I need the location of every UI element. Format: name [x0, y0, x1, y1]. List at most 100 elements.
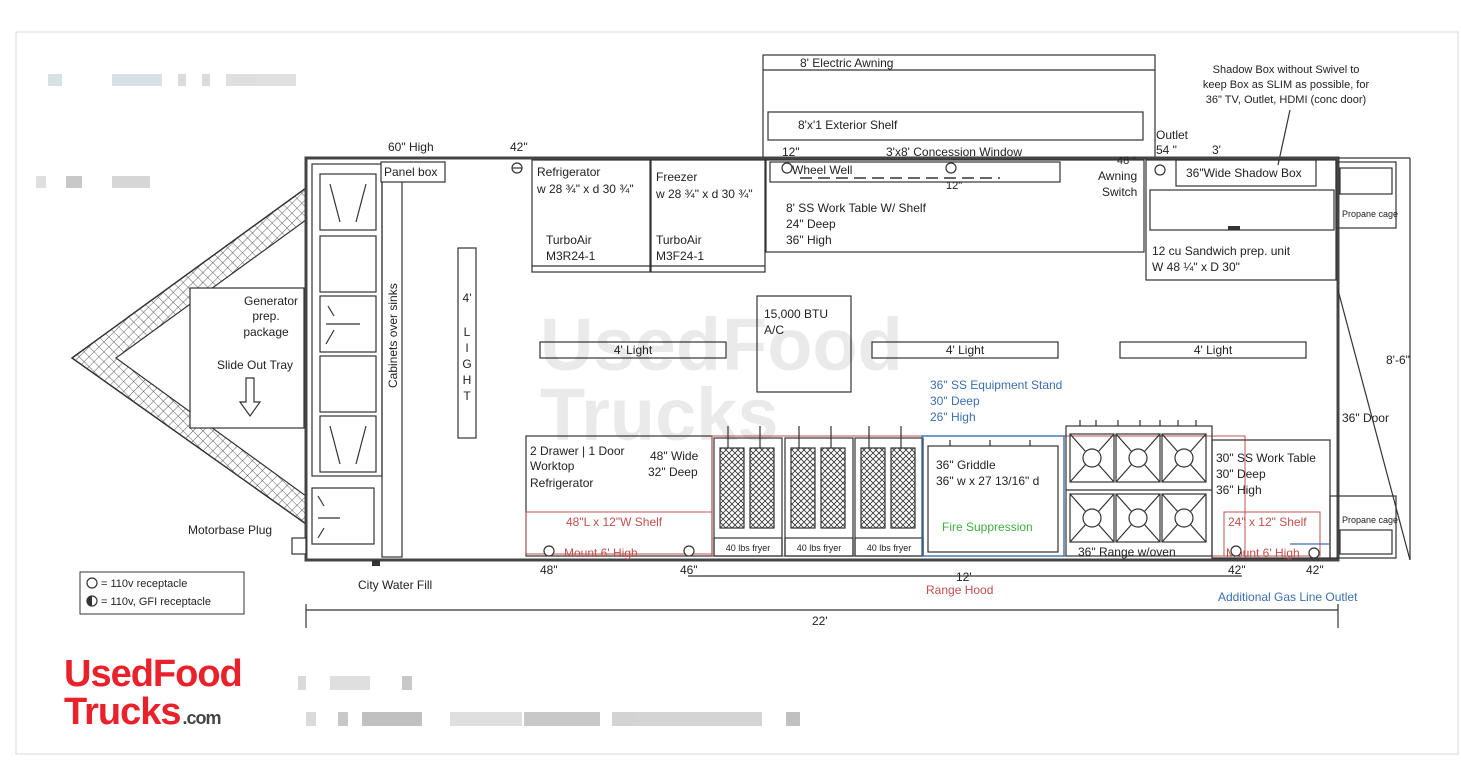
svg-text:3'x8' Concession Window: 3'x8' Concession Window — [886, 145, 1022, 159]
svg-text:42": 42" — [1228, 563, 1246, 577]
ac-unit: 15,000 BTU A/C — [756, 295, 852, 393]
svg-text:4' Light: 4' Light — [946, 343, 985, 357]
exterior-shelf: 8'x'1 Exterior Shelf — [767, 111, 1144, 141]
svg-text:= 110v, GFI receptacle: = 110v, GFI receptacle — [101, 596, 211, 608]
fryer-1: 40 lbs fryer — [713, 426, 783, 557]
svg-text:Cabinets over sinks: Cabinets over sinks — [386, 283, 400, 388]
svg-text:Fire Suppression: Fire Suppression — [942, 520, 1033, 534]
svg-text:40 lbs fryer: 40 lbs fryer — [726, 543, 771, 553]
bottom-dimensions: 48" 46" 12' Range Hood 42" 42" Additiona… — [305, 563, 1358, 628]
svg-text:36" TV, Outlet, HDMI (conc doo: 36" TV, Outlet, HDMI (conc door) — [1206, 94, 1366, 106]
door-label: 36" Door — [1342, 411, 1389, 425]
svg-text:Used: Used — [540, 303, 721, 386]
svg-text:2 Drawer | 1 Door: 2 Drawer | 1 Door — [530, 444, 624, 458]
svg-text:Generator: Generator — [244, 294, 298, 308]
svg-text:package: package — [243, 325, 289, 339]
svg-text:46": 46" — [680, 563, 698, 577]
svg-text:Awning: Awning — [1098, 169, 1137, 183]
dim-42-top: 42" — [510, 140, 528, 154]
svg-text:36" SS Equipment Stand: 36" SS Equipment Stand — [930, 378, 1062, 392]
propane-cage-bottom: Propane cage — [1329, 495, 1398, 559]
burner-grate — [1161, 433, 1207, 483]
svg-text:w 28 ¾" x d 30 ¾": w 28 ¾" x d 30 ¾" — [655, 187, 753, 201]
svg-text:Freezer: Freezer — [656, 170, 697, 184]
burner-icon — [1082, 508, 1102, 528]
redacted-header — [36, 74, 296, 188]
burner-grate — [1115, 493, 1161, 543]
svg-text:36" w x 27 13/16" d: 36" w x 27 13/16" d — [936, 474, 1039, 488]
ss-work-table-shelf: 8' SS Work Table W/ Shelf 24" Deep 36" H… — [765, 159, 1145, 253]
propane-cage-top: Propane cage — [1335, 161, 1398, 229]
sink-column — [311, 163, 383, 545]
range-with-oven: 36" Range w/oven — [1065, 420, 1213, 559]
down-arrow-icon — [238, 377, 262, 418]
svg-text:= 110v receptacle: = 110v receptacle — [101, 578, 187, 590]
svg-text:M3F24-1: M3F24-1 — [656, 249, 704, 263]
panel-box: Panel box 60" High — [380, 140, 446, 183]
equipment-stand-label: 36" SS Equipment Stand 30" Deep 26" High — [930, 378, 1062, 424]
svg-text:UsedFood: UsedFood — [64, 653, 242, 695]
svg-text:Refrigerator: Refrigerator — [537, 165, 600, 179]
receptacle-icon — [511, 162, 523, 174]
svg-text:Trucks: Trucks — [540, 373, 779, 456]
worktop-refrigerator: 2 Drawer | 1 Door Worktop Refrigerator 4… — [525, 435, 713, 557]
light-vertical-letter: T — [463, 389, 471, 403]
page-border — [15, 31, 1459, 755]
svg-text:prep.: prep. — [252, 309, 279, 323]
svg-text:22': 22' — [812, 614, 828, 628]
electric-awning: 8' Electric Awning — [762, 54, 1156, 159]
svg-text:W 48 ¼" x D 30": W 48 ¼" x D 30" — [1152, 260, 1240, 274]
svg-text:4' Light: 4' Light — [614, 343, 653, 357]
svg-text:48": 48" — [540, 563, 558, 577]
svg-text:26" High: 26" High — [930, 410, 976, 424]
legend: = 110v receptacle = 110v, GFI receptacle — [79, 571, 245, 615]
fryer-3: 40 lbs fryer — [854, 426, 924, 557]
griddle: 36" Griddle 36" w x 27 13/16" d Fire Sup… — [921, 435, 1065, 557]
svg-text:Refrigerator: Refrigerator — [530, 476, 593, 490]
svg-text:M3R24-1: M3R24-1 — [546, 249, 596, 263]
brand-logo: UsedFood Trucks.com — [64, 653, 243, 733]
svg-text:36" Range w/oven: 36" Range w/oven — [1078, 545, 1176, 559]
svg-text:Switch: Switch — [1102, 185, 1137, 199]
svg-text:15,000 BTU: 15,000 BTU — [764, 307, 828, 321]
burner-icon — [1082, 448, 1102, 468]
svg-text:Additional Gas Line Outlet: Additional Gas Line Outlet — [1218, 590, 1358, 604]
watermark: Used Food Trucks — [540, 303, 903, 456]
svg-text:40 lbs fryer: 40 lbs fryer — [867, 543, 912, 553]
svg-text:12": 12" — [782, 145, 800, 159]
svg-text:Propane cage: Propane cage — [1342, 209, 1398, 219]
svg-text:32" Deep: 32" Deep — [648, 465, 698, 479]
burner-grate — [1069, 433, 1115, 483]
sandwich-prep-unit: 36"Wide Shadow Box 12 cu Sandwich prep. … — [1145, 159, 1337, 281]
shelf-48: 48"L x 12"W Shelf Mount 6' High — [525, 511, 713, 560]
svg-text:4': 4' — [463, 291, 472, 305]
receptacle-icon — [86, 577, 98, 589]
trailer-outline — [304, 156, 1340, 562]
svg-text:48"L x 12"W Shelf: 48"L x 12"W Shelf — [566, 515, 663, 529]
svg-text:Food: Food — [722, 303, 903, 386]
svg-text:Outlet: Outlet — [1156, 128, 1189, 142]
motorbase-plug: Motorbase Plug — [188, 523, 307, 555]
svg-text:36" Griddle: 36" Griddle — [936, 458, 996, 472]
light-vertical-letter: I — [465, 341, 468, 355]
burner-icon — [1174, 508, 1194, 528]
light-2: 4' Light — [871, 341, 1059, 359]
svg-text:8'-6": 8'-6" — [1386, 353, 1410, 367]
svg-text:Propane cage: Propane cage — [1342, 515, 1398, 525]
shadow-box — [1175, 159, 1317, 187]
svg-text:40 lbs fryer: 40 lbs fryer — [797, 543, 842, 553]
svg-text:Mount 6' High: Mount 6' High — [1226, 546, 1300, 560]
light-vertical-letter: H — [463, 373, 472, 387]
refrigerator: Refrigerator w 28 ¾" x d 30 ¾" TurboAir … — [531, 159, 651, 273]
svg-text:54 ": 54 " — [1156, 143, 1177, 157]
svg-text:A/C: A/C — [764, 323, 784, 337]
awning-switch: Outlet 54 " 3' 48 " Awning Switch — [1098, 128, 1221, 199]
svg-text:12 cu Sandwich prep. unit: 12 cu Sandwich prep. unit — [1152, 244, 1291, 258]
cabinets-over-sinks: Cabinets over sinks — [381, 163, 403, 558]
svg-text:48 ": 48 " — [1117, 155, 1136, 167]
light-vertical-letter: G — [462, 357, 471, 371]
svg-text:36" High: 36" High — [786, 233, 832, 247]
svg-text:w 28 ¾" x d 30 ¾": w 28 ¾" x d 30 ¾" — [536, 182, 634, 196]
